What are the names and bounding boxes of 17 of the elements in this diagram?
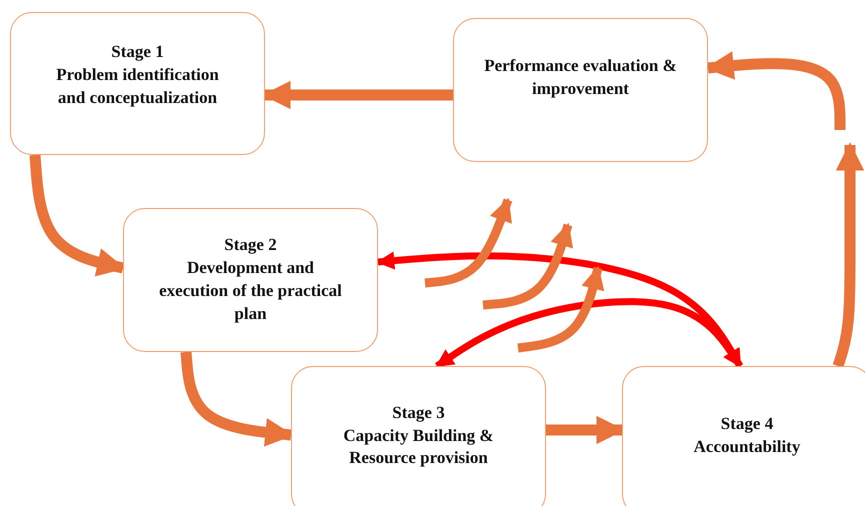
stage-heading: Stage 1 (111, 41, 164, 64)
arrow (832, 142, 864, 368)
stage-box (622, 366, 865, 506)
stage-heading: Stage 2 (224, 234, 277, 256)
stage-heading: Stage 4 (720, 413, 774, 436)
stage-box (10, 12, 265, 155)
stage-box (291, 366, 546, 506)
arrow (376, 252, 744, 368)
stage-description: Capacity Building & Resource provision (342, 424, 495, 470)
stage-description: Performance evaluation & improvement (484, 55, 677, 100)
arrow (435, 298, 743, 369)
stage-box (453, 18, 708, 162)
stage-box (123, 208, 378, 352)
stage-description: Accountability (694, 436, 800, 458)
stage-heading: Stage 3 (392, 402, 445, 424)
stage-description: Development and execution of the practical plan (158, 257, 343, 325)
stage-description: Problem identification and conceptualization (55, 64, 220, 109)
